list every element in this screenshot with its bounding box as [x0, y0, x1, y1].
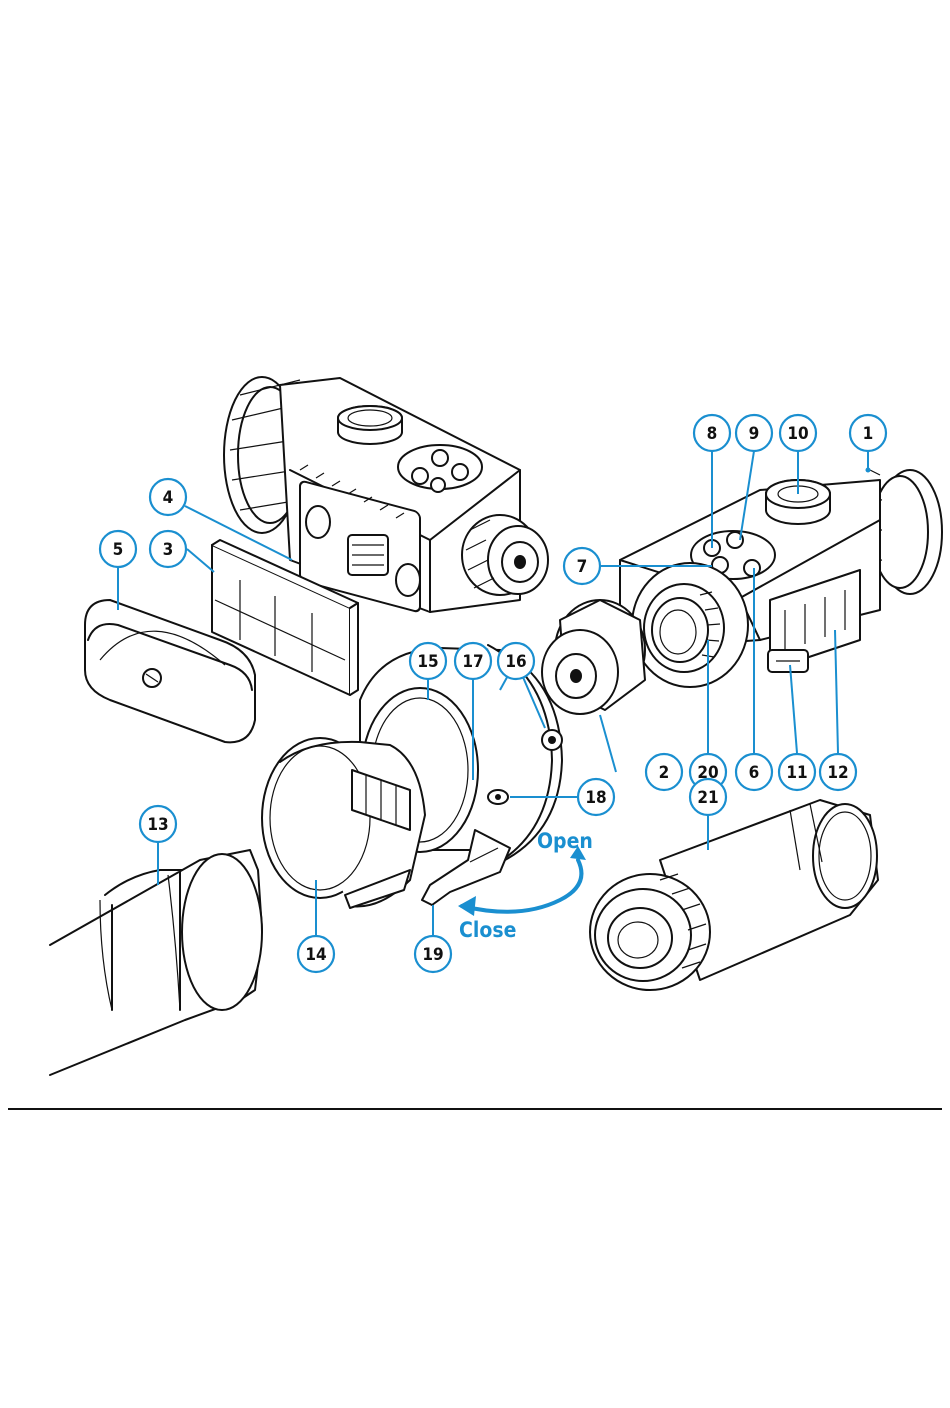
- callout-21: 21: [690, 779, 726, 815]
- callout-3: 3: [150, 531, 186, 567]
- open-label: Open: [537, 829, 593, 853]
- callout-4: 4: [150, 479, 186, 515]
- callout-7: 7: [564, 548, 600, 584]
- svg-text:15: 15: [417, 652, 438, 672]
- svg-text:5: 5: [113, 540, 124, 560]
- svg-text:6: 6: [749, 763, 760, 783]
- lens-cap: [542, 600, 645, 714]
- svg-text:13: 13: [147, 815, 168, 835]
- svg-text:3: 3: [163, 540, 174, 560]
- callout-2: 2: [646, 754, 682, 790]
- svg-text:18: 18: [585, 788, 606, 808]
- callout-9: 9: [736, 415, 772, 451]
- callout-18: 18: [578, 779, 614, 815]
- svg-text:4: 4: [163, 488, 174, 508]
- svg-text:12: 12: [827, 763, 848, 783]
- svg-text:17: 17: [462, 652, 483, 672]
- callout-10: 10: [780, 415, 816, 451]
- svg-text:8: 8: [707, 424, 718, 444]
- svg-text:11: 11: [786, 763, 807, 783]
- callout-11: 11: [779, 754, 815, 790]
- svg-text:2: 2: [659, 763, 670, 783]
- svg-text:1: 1: [863, 424, 874, 444]
- replacement-eyepiece: [590, 800, 878, 990]
- device-front-view: [620, 470, 942, 687]
- svg-text:7: 7: [577, 557, 588, 577]
- adapter-insert: [262, 738, 425, 908]
- callout-6: 6: [736, 754, 772, 790]
- callout-1: 1: [850, 415, 886, 451]
- callout-8: 8: [694, 415, 730, 451]
- callout-14: 14: [298, 936, 334, 972]
- callout-15: 15: [410, 643, 446, 679]
- close-label: Close: [459, 918, 516, 942]
- svg-text:10: 10: [787, 424, 808, 444]
- callout-19: 19: [415, 936, 451, 972]
- svg-text:14: 14: [305, 945, 326, 965]
- callout-13: 13: [140, 806, 176, 842]
- svg-text:21: 21: [697, 788, 718, 808]
- svg-text:9: 9: [749, 424, 760, 444]
- svg-text:16: 16: [505, 652, 526, 672]
- svg-text:19: 19: [422, 945, 443, 965]
- callout-17: 17: [455, 643, 491, 679]
- riflescope-tube: [50, 850, 262, 1075]
- callout-12: 12: [820, 754, 856, 790]
- callout-16: 16: [498, 643, 534, 679]
- callout-5: 5: [100, 531, 136, 567]
